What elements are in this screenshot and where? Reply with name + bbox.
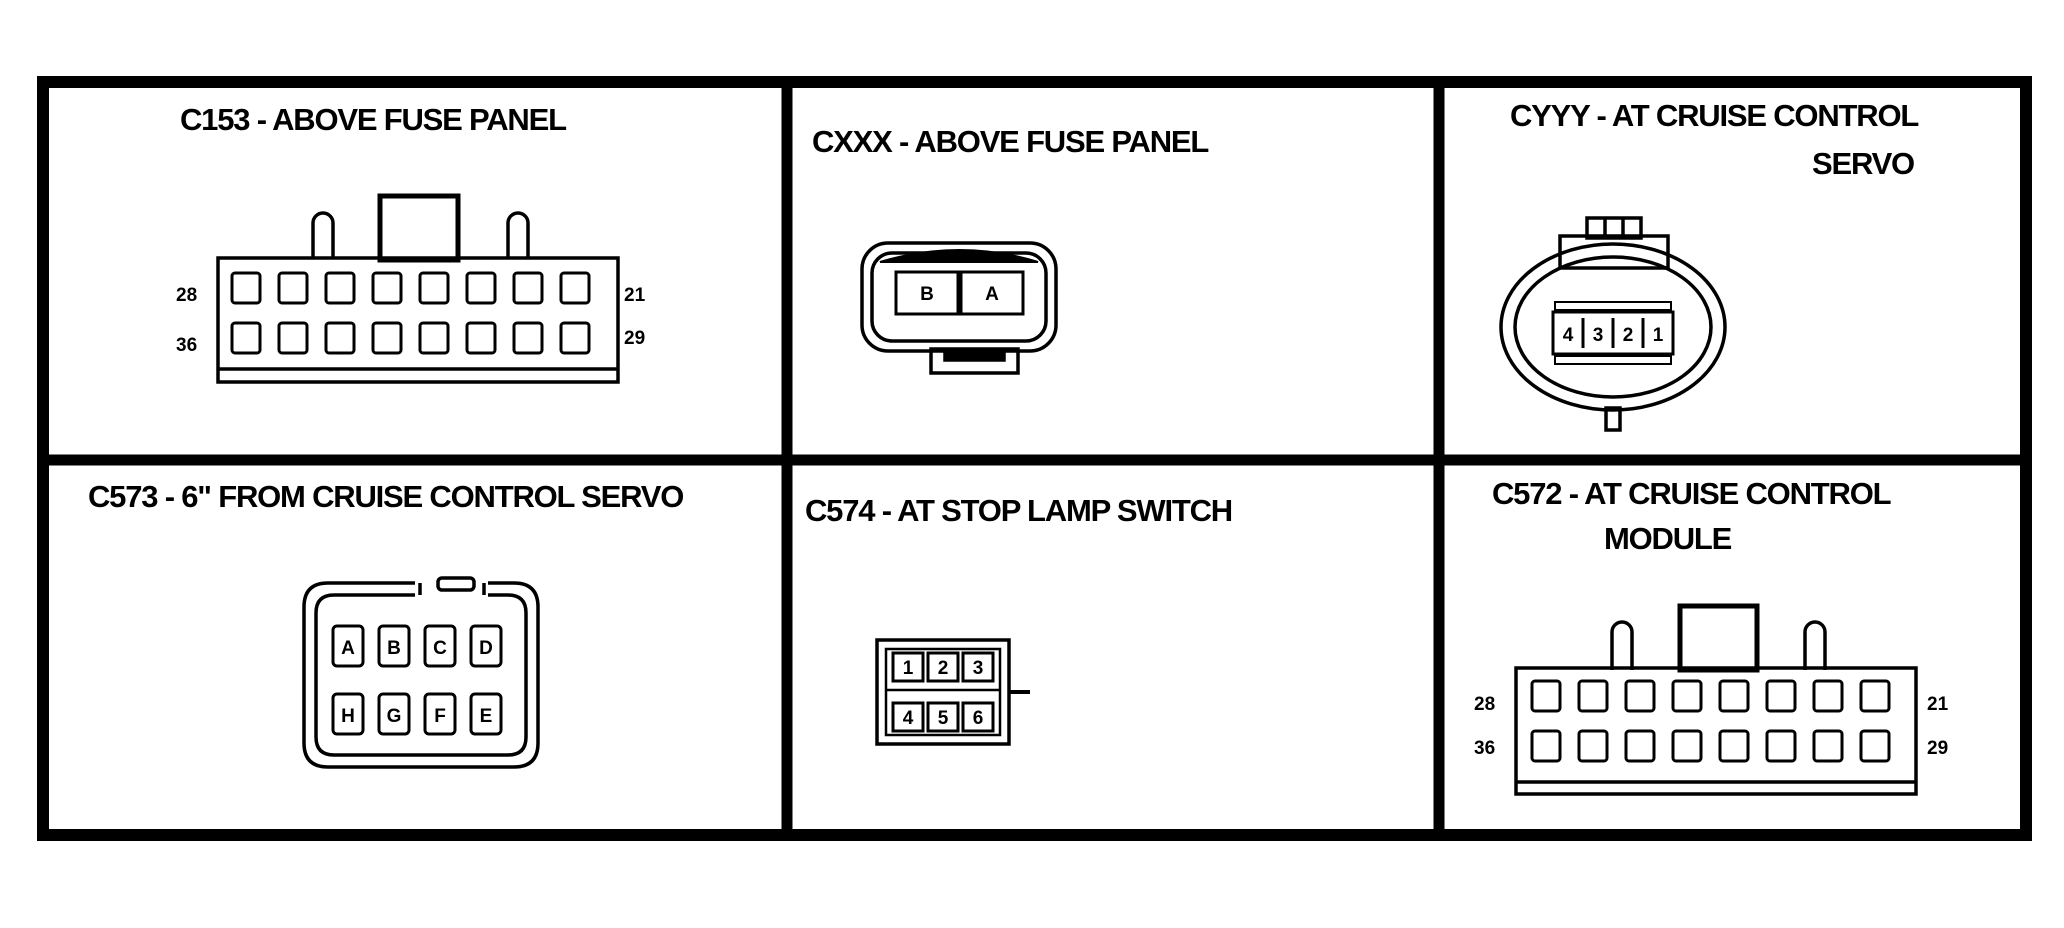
c153-label-28: 28 <box>176 285 197 306</box>
c573-pin-grid <box>331 624 503 736</box>
cyyy-connector <box>1499 216 1727 432</box>
c153-label-36: 36 <box>176 335 197 356</box>
c573-pin-f: F <box>434 706 446 727</box>
panel-c572: C572 - AT CRUISE CONTROL MODULE <box>1474 476 1949 796</box>
c572-title-line1: C572 - AT CRUISE CONTROL <box>1492 476 1891 511</box>
c572-pin-grid <box>1530 679 1891 763</box>
c153-connector <box>216 193 620 384</box>
c153-label-21: 21 <box>624 285 646 306</box>
c574-pin-2: 2 <box>938 658 949 679</box>
panel-cyyy: CYYY - AT CRUISE CONTROL SERVO 4 3 2 1 <box>1499 98 1920 432</box>
c574-pin-4: 4 <box>903 708 914 729</box>
cyyy-pin-2: 2 <box>1623 325 1634 346</box>
c572-label-29: 29 <box>1927 738 1948 759</box>
c573-pin-e: E <box>480 706 493 727</box>
cxxx-connector <box>860 241 1058 375</box>
c572-label-21: 21 <box>1927 694 1949 715</box>
panel-c153: C153 - ABOVE FUSE PANEL <box>176 102 646 384</box>
c153-label-29: 29 <box>624 328 645 349</box>
cyyy-pin-3: 3 <box>1593 325 1604 346</box>
c572-connector <box>1514 603 1918 796</box>
c573-pin-h: H <box>341 706 355 727</box>
c573-pin-a: A <box>341 638 355 659</box>
c573-title: C573 - 6" FROM CRUISE CONTROL SERVO <box>88 479 683 514</box>
cxxx-pin-a: A <box>985 284 999 305</box>
grid-frame <box>37 76 2032 841</box>
panel-cxxx: CXXX - ABOVE FUSE PANEL B A <box>812 124 1210 375</box>
cyyy-pin-1: 1 <box>1653 325 1664 346</box>
c573-pin-c: C <box>433 638 447 659</box>
panel-c574: C574 - AT STOP LAMP SWITCH 1 2 3 4 5 6 <box>805 493 1233 746</box>
c573-pin-b: B <box>387 638 401 659</box>
c574-pin-6: 6 <box>973 708 984 729</box>
cyyy-title-line1: CYYY - AT CRUISE CONTROL <box>1510 98 1918 133</box>
c573-pin-d: D <box>479 638 493 659</box>
c574-connector <box>875 638 1030 746</box>
cyyy-title-line2: SERVO <box>1812 146 1914 181</box>
c572-label-36: 36 <box>1474 738 1495 759</box>
c573-connector <box>302 576 540 769</box>
c572-label-28: 28 <box>1474 694 1495 715</box>
c574-pin-5: 5 <box>938 708 949 729</box>
panel-c573: C573 - 6" FROM CRUISE CONTROL SERVO A B … <box>88 479 684 769</box>
cxxx-title: CXXX - ABOVE FUSE PANEL <box>812 124 1208 159</box>
cxxx-pin-b: B <box>920 284 934 305</box>
cyyy-pin-4: 4 <box>1563 325 1574 346</box>
c572-title-line2: MODULE <box>1604 521 1732 556</box>
c153-title: C153 - ABOVE FUSE PANEL <box>180 102 566 137</box>
c574-pin-1: 1 <box>903 658 914 679</box>
c573-pin-g: G <box>387 706 402 727</box>
c153-pin-grid <box>230 271 591 355</box>
c574-title: C574 - AT STOP LAMP SWITCH <box>805 493 1232 528</box>
c574-pin-3: 3 <box>973 658 984 679</box>
